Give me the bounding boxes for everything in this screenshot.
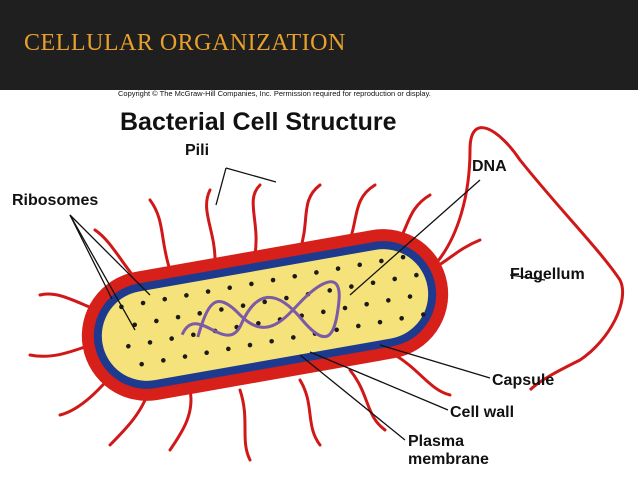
- ribosome-dot: [139, 361, 144, 367]
- ribosome-dot: [392, 276, 398, 282]
- cell-body-icon: [81, 229, 449, 401]
- ribosome-dot: [327, 288, 333, 293]
- pilus-strand: [298, 378, 322, 447]
- label-dna: DNA: [472, 158, 507, 175]
- ribosome-dot: [126, 343, 131, 349]
- pilus-strand: [148, 198, 172, 272]
- ribosome-dot: [342, 305, 348, 311]
- ribosome-dot: [132, 322, 138, 328]
- pilus-strand: [393, 353, 452, 397]
- ribosome-dot: [379, 258, 384, 264]
- pilus-strand: [298, 183, 322, 252]
- ribosome-dot: [370, 280, 376, 286]
- ribosome-dot: [147, 340, 153, 345]
- ribosome-dot: [399, 316, 404, 321]
- ribosome-dot: [169, 336, 174, 341]
- slide-header: CELLULAR ORGANIZATION: [0, 0, 638, 90]
- ribosome-dot: [219, 307, 224, 312]
- ribosome-dot: [284, 295, 289, 301]
- label-flagellum: Flagellum: [510, 266, 585, 283]
- dna-icon: [180, 280, 341, 339]
- leader-lines: [69, 167, 546, 441]
- pilus-strand: [168, 388, 193, 452]
- ribosome-dot: [140, 300, 146, 306]
- copyright-notice: Copyright © The McGraw-Hill Companies, I…: [118, 89, 431, 98]
- ribosome-dot: [240, 303, 246, 308]
- ribosome-dot: [197, 311, 203, 316]
- ribosome-dot: [314, 270, 319, 275]
- pilus-strand: [348, 368, 387, 432]
- ribosome-dot: [205, 289, 211, 294]
- ribosome-dot: [356, 323, 361, 329]
- ribosome-dot: [357, 262, 363, 268]
- ribosome-dot: [154, 318, 159, 324]
- label-capsule: Capsule: [492, 372, 555, 389]
- ribosome-dot: [226, 346, 231, 352]
- pilus-strand: [251, 183, 262, 257]
- label-cell-wall: Cell wall: [450, 404, 515, 421]
- ribosome-dot: [227, 285, 233, 291]
- ribosome-dot: [249, 281, 254, 287]
- cell-illustration: [28, 126, 625, 462]
- ribosome-dot: [184, 293, 189, 298]
- ribosome-dot: [349, 284, 354, 289]
- pilus-strand: [238, 388, 252, 462]
- ribosome-dot: [161, 358, 166, 363]
- slide-title: CELLULAR ORGANIZATION: [24, 30, 346, 56]
- ribosome-dot: [321, 309, 326, 315]
- label-ribosomes: Ribosomes: [12, 192, 99, 209]
- ribosome-dot: [386, 298, 391, 303]
- ribosome-dot: [335, 266, 341, 271]
- ribosome-dot: [400, 254, 406, 260]
- bacterial-cell-diagram: Copyright © The McGraw-Hill Companies, I…: [0, 89, 638, 479]
- ribosome-dot: [256, 320, 261, 326]
- pilus-strand: [205, 188, 217, 262]
- ribosome-dot: [270, 277, 276, 283]
- ribosome-dot: [247, 342, 253, 348]
- ribosome-dot: [292, 273, 298, 279]
- ribosome-dot: [269, 338, 274, 344]
- ribosome-dot: [191, 332, 196, 338]
- label-pili: Pili: [185, 142, 210, 159]
- ribosome-dot: [262, 299, 268, 305]
- ribosome-dot: [175, 314, 181, 320]
- flagellum-icon: [428, 126, 625, 392]
- ribosome-dot: [407, 294, 413, 299]
- diagram-title: Bacterial Cell Structure: [120, 108, 397, 136]
- ribosome-dot: [182, 354, 188, 359]
- ribosome-dot: [364, 301, 369, 307]
- ribosome-dot: [421, 312, 426, 317]
- ribosome-dot: [377, 319, 383, 325]
- ribosome-dot: [204, 350, 209, 356]
- ribosome-dot: [162, 296, 168, 302]
- ribosome-dot: [291, 335, 296, 340]
- ribosome-dot: [334, 327, 339, 333]
- label-plasma-membrane: Plasma membrane: [408, 433, 489, 468]
- ribosome-dot: [414, 272, 419, 278]
